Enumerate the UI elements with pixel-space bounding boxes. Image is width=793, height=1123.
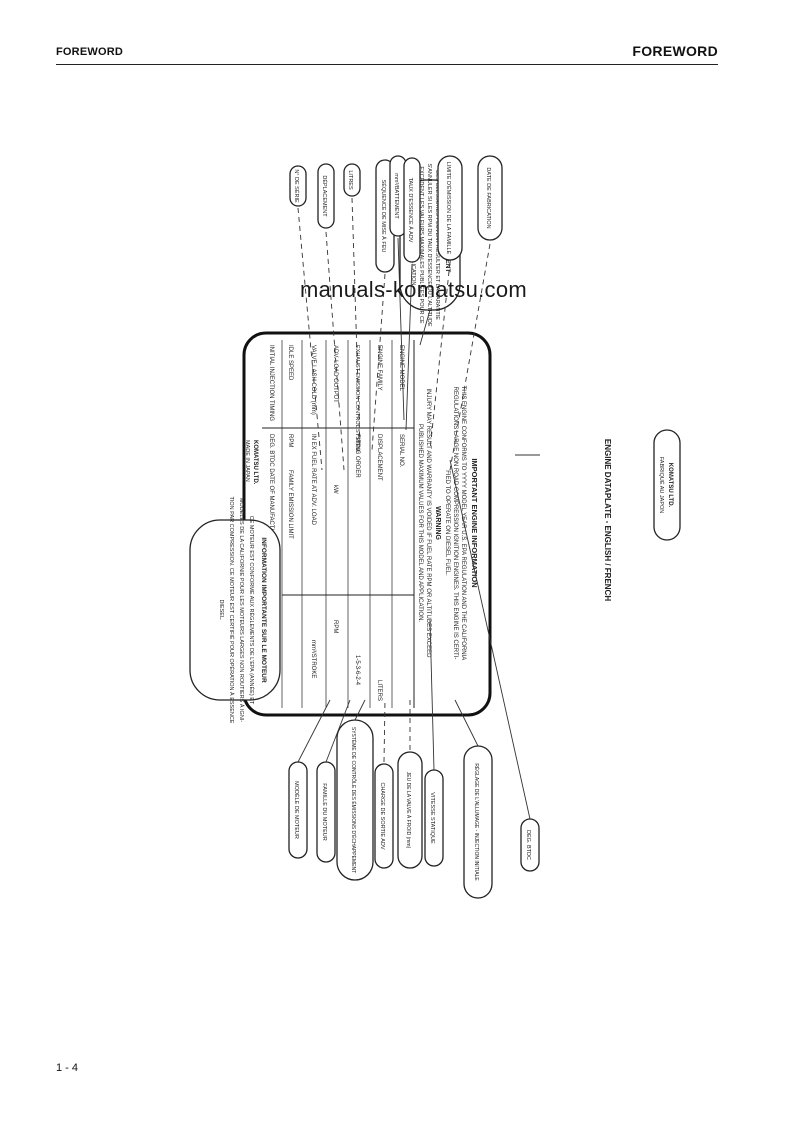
row-rpm: RPM [332,620,338,633]
warning-fr-line: S'ANNULER SI LES RPM DU TAUX D'ESSENCE O… [426,164,432,327]
info-fr-line: DIESEL. [218,599,224,621]
made-in-fr-bubble [653,429,681,541]
plate-made-in: MADE IN JAPAN [244,440,250,482]
callout-deg-btdc: DEG. BTDC [525,830,531,860]
callout-fuel-rate: TAUX D'ESSENCE À ADV [407,178,414,243]
info-fr-line: MODÈLES DE LA CALIFORNIE POUR LES MOTEUR… [238,498,245,722]
row-idle-speed: IDLE SPEED [287,345,293,381]
callout-adv-load: CHARGE DE SORTIE ADV [379,782,385,849]
row-valve-lash: VALVE LASH COLD (mm) [310,345,316,415]
leader-lines [297,197,540,820]
plate-intro-2: REGULATIONS LARGE NON ROAD COMPRESSION I… [452,387,458,660]
row-deg-btdc: DEG. BTDC DATE OF MANUFACTURE [268,434,274,541]
info-fr-line: TION PAR COMPRESSION. CE MOTEUR EST CERT… [228,497,235,724]
callout-date: DATE DE FABRICATION [485,167,491,228]
row-engine-family: ENGINE FAMILY [376,345,382,391]
top-callouts: N° DE SÉRIE DÉPLACEMENT LITRES SÉQUENCE … [289,155,503,273]
row-liters: LITERS [376,680,382,701]
plate-intro-1: THIS ENGINE CONFORMS TO YYYY MODEL YEAR … [460,386,466,661]
callout-serial: N° DE SÉRIE [293,169,300,203]
header-left: FOREWORD [56,46,123,58]
callout-firing: SÉQUENCE DE MISE À FEU [380,180,387,253]
page-number: 1 - 4 [56,1062,79,1074]
row-displacement: DISPLACEMENT [376,434,382,481]
rotated-figure: IMPORTANT ENGINE INFORMATION THIS ENGINE… [189,164,681,724]
header-right: FOREWORD [632,43,718,59]
warning-fr-line: EXCÈDENT LES VALEURS MAXIMALES PUBLIÉES … [418,166,425,324]
row-engine-model: ENGINE MODEL [398,345,404,392]
info-fr-title: INFORMATION IMPORTANTE SUR LE MOTEUR [260,537,267,683]
plate-warning-title: WARNING [434,506,441,540]
row-firing-value: 1-5-3-6-2-4 [354,655,360,686]
figure-caption: ENGINE DATAPLATE - ENGLISH / FRENCH [603,439,612,601]
watermark: manuals-komatsu.com [300,277,527,302]
row-idle-rpm: RPM [287,434,293,447]
header-rule [56,64,718,65]
plate-maker: KOMATSU LTD. [252,440,258,485]
plate-warning-1: INJURY MAY RESULT AND WARRANTY IS VOIDED… [425,389,431,659]
row-firing-order: FIRING ORDER [354,434,360,478]
row-stroke: mm³/STROKE [310,640,316,678]
callout-displacement: DÉPLACEMENT [321,175,328,217]
warning-fr-leader [419,309,431,346]
made-in-fr-1: KOMATSU LTD. [667,463,673,508]
plate-title: IMPORTANT ENGINE INFORMATION [470,458,479,587]
row-fuel-rate: IN EX FUEL RATE AT ADV. LOAD [310,434,316,526]
row-injection-timing: INITIAL INJECTION TIMING [268,345,274,421]
callout-valve-lash: JEU DE LA VALVE À FROID (mm) [405,772,412,849]
made-in-fr-2: FABRIQUÉ AU JAPON [658,457,665,514]
callout-stroke: mm³/BATTEMENT [393,173,399,219]
callout-engine-model: MODÈLE DE MOTEUR [293,781,300,839]
row-serial-no: SERIAL NO. [398,434,404,468]
callout-liters: LITRES [347,170,353,190]
row-kw: kW [332,485,338,494]
callout-injection: RÉGLAGE DE L'ALLUMAGE - INJECTION INITIA… [473,763,480,881]
callout-engine-family: FAMILLE DU MOTEUR [321,783,327,840]
info-fr-bubble [189,519,281,701]
plate-warning-2: PUBLISHED MAXIMUM VALUES FOR THIS MODEL … [417,424,423,622]
info-fr-line: CE MOTEUR EST CONFORME AUX RÈGLEMENTS DE… [248,516,255,705]
callout-idle-speed: VITESSE STATIQUE [429,792,435,844]
plate-intro-3: FIED TO OPERATE ON DIESEL FUEL. [444,470,450,576]
row-emission-limit: FAMILY EMISSION LIMIT [287,470,293,539]
bottom-callouts: MODÈLE DE MOTEUR FAMILLE DU MOTEUR SYSTÈ… [288,719,540,899]
callout-emission-limit: LIMITE D'ÉMISSION DE LA FAMILLE [445,162,452,255]
row-adv-load: ADV. LOAD OUTPUT [332,345,338,403]
callout-exhaust: SYSTÈME DE CONTRÔLE DES ÉMISSIONS D'ÉCHA… [350,727,357,873]
row-exhaust-emission: EXHAUST EMISSION CONTROL SYSTEM [354,345,360,452]
